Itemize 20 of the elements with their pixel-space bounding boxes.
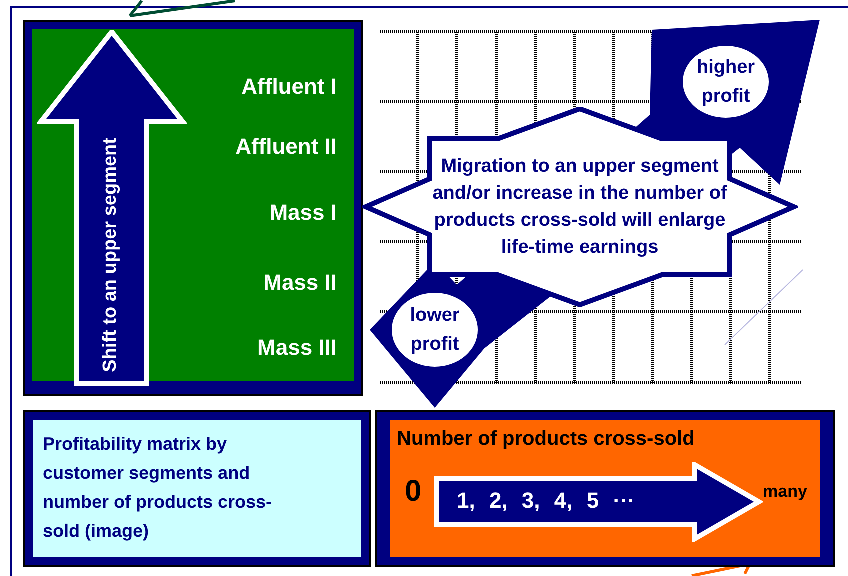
star-callout bbox=[362, 107, 798, 307]
panel-heading: Number of products cross-sold bbox=[397, 427, 695, 452]
right-block-arrow bbox=[433, 462, 763, 542]
segment-panel bbox=[23, 20, 363, 396]
segment-label: Affluent I bbox=[242, 74, 337, 100]
callout-text: Migration to an upper segment and/or increase in the number of products cross-sold will enlarge life-time earnings bbox=[432, 155, 728, 260]
up-block-arrow bbox=[37, 30, 187, 386]
segment-label: Mass I bbox=[270, 200, 337, 226]
caption-text: Profitability matrix by customer segments and number of products cross-sold (image) bbox=[43, 433, 274, 543]
cross-sold-panel bbox=[375, 410, 835, 567]
arrow-label: Shift to an upper segment bbox=[99, 138, 122, 372]
scale-start: 0 bbox=[405, 474, 422, 510]
caption-panel bbox=[23, 410, 371, 567]
segment-label: Mass II bbox=[264, 270, 337, 296]
circle-label: higher profit bbox=[696, 56, 756, 109]
scale-numbers: 1, 2, 3, 4, 5 ··· bbox=[457, 487, 636, 515]
segment-label: Mass III bbox=[258, 335, 337, 361]
segment-label: Affluent II bbox=[236, 134, 337, 160]
scale-end: many bbox=[763, 481, 808, 503]
circle-label: lower profit bbox=[409, 304, 461, 357]
